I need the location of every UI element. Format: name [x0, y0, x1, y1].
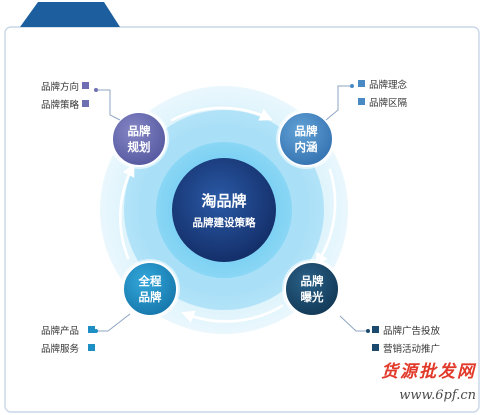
labels-plan: 品牌方向 品牌策略 — [41, 81, 89, 111]
label-full-1-marker — [88, 326, 95, 333]
node-plan-circle — [111, 111, 167, 167]
label-exposure-1-marker — [372, 326, 379, 333]
node-plan-line1: 品牌 — [128, 124, 151, 138]
node-full-brand: 全程 品牌 — [120, 259, 180, 319]
node-full-line1: 全程 — [138, 274, 162, 288]
center-subtitle: 品牌建设策略 — [193, 216, 256, 229]
label-connotation-2: 品牌区隔 — [369, 97, 408, 109]
node-exposure-circle — [284, 261, 340, 317]
label-full-2-marker — [88, 344, 95, 351]
connector-connotation-dot — [350, 84, 354, 88]
node-connotation-circle — [278, 111, 334, 167]
node-full-circle — [122, 261, 178, 317]
center-inner-circle — [172, 158, 276, 262]
labels-full: 品牌产品 品牌服务 — [41, 325, 95, 355]
label-connotation-2-marker — [358, 98, 365, 105]
label-plan-1-marker — [82, 82, 89, 89]
label-exposure-1: 品牌广告投放 — [383, 325, 441, 337]
node-exposure-line1: 品牌 — [301, 274, 324, 288]
label-exposure-2-marker — [372, 344, 379, 351]
header-tab — [20, 2, 120, 27]
node-brand-plan: 品牌 规划 — [109, 109, 169, 169]
watermark: 货源批发网 www.6pf.cn — [381, 362, 477, 403]
connector-exposure-dot — [366, 329, 370, 333]
arrow-exposure-to-full — [181, 304, 284, 323]
connector-plan — [96, 89, 121, 121]
node-connotation-line2: 内涵 — [295, 140, 318, 154]
label-connotation-1: 品牌理念 — [369, 79, 408, 91]
label-plan-2: 品牌策略 — [41, 99, 80, 111]
watermark-url: www.6pf.cn — [399, 388, 476, 403]
node-exposure-line2: 曝光 — [301, 290, 324, 304]
label-exposure-2: 营销活动推广 — [383, 343, 440, 355]
center-title: 淘品牌 — [200, 192, 246, 210]
node-brand-exposure: 品牌 曝光 — [282, 259, 342, 319]
label-full-1: 品牌产品 — [41, 325, 79, 337]
center-hub: 淘品牌 品牌建设策略 — [156, 142, 292, 278]
node-brand-connotation: 品牌 内涵 — [276, 109, 336, 169]
label-connotation-1-marker — [358, 80, 365, 87]
watermark-cn: 货源批发网 — [381, 362, 477, 382]
connector-plan-dot — [94, 88, 98, 92]
arrow-plan-to-connotation — [170, 106, 273, 122]
label-plan-1: 品牌方向 — [41, 81, 79, 93]
connector-exposure — [339, 315, 368, 332]
connector-connotation — [325, 85, 352, 121]
cycle-arrows — [118, 106, 337, 323]
arrow-full-to-plan — [118, 163, 135, 260]
label-full-2: 品牌服务 — [41, 343, 80, 355]
node-plan-line2: 规划 — [128, 140, 151, 154]
node-connotation-line1: 品牌 — [295, 124, 318, 138]
labels-connotation: 品牌理念 品牌区隔 — [358, 79, 408, 109]
arrow-connotation-to-exposure — [315, 168, 337, 267]
labels-exposure: 品牌广告投放 营销活动推广 — [372, 325, 441, 355]
node-full-line2: 品牌 — [139, 290, 162, 304]
connector-full — [96, 313, 131, 332]
label-plan-2-marker — [82, 100, 89, 107]
connectors — [96, 85, 368, 332]
